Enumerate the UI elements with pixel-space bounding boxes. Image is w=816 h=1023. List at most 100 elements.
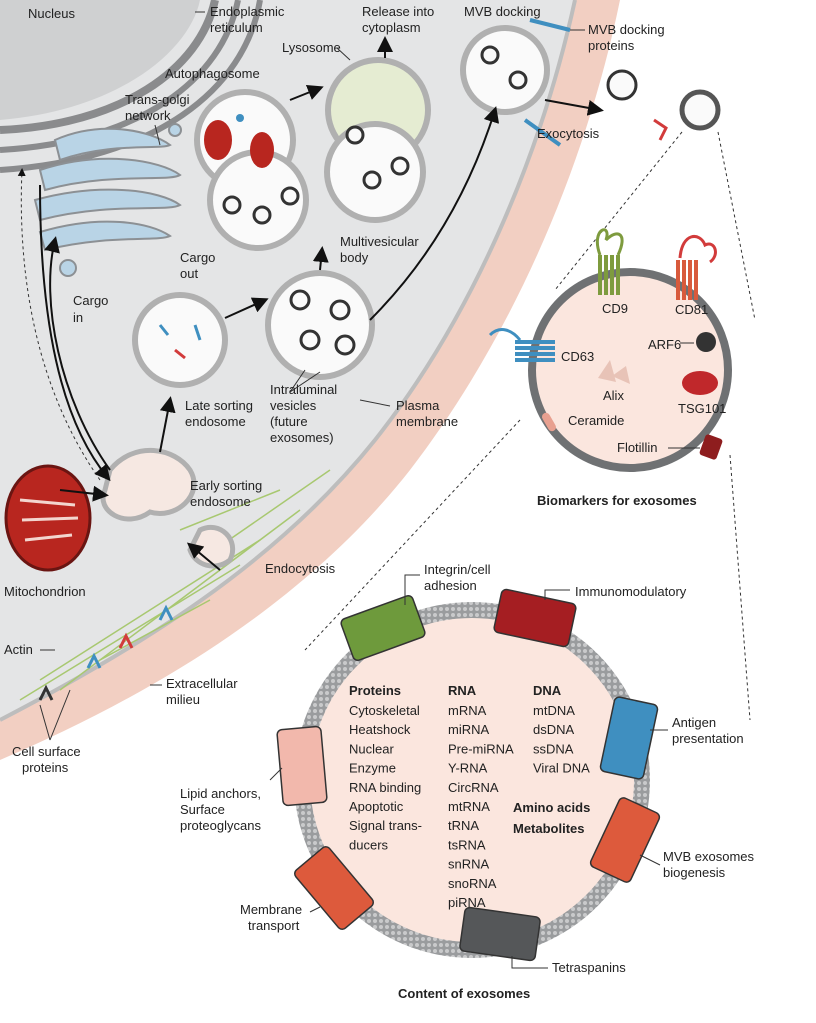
label-early-2: endosome [190,494,251,509]
proteins-item: Apoptotic [349,799,404,814]
er-fold-1 [0,0,219,134]
tetraspanins-patch [459,906,541,962]
label-docking-proteins-2: proteins [588,38,635,53]
dna-item: Viral DNA [533,761,590,776]
dna-heading: DNA [533,683,562,698]
biomarker-exosome: CD9 CD81 CD63 ARF6 Alix TSG101 Ceramide … [488,228,732,508]
rna-item: snRNA [448,857,490,872]
label-cd81: CD81 [675,302,708,317]
label-early-1: Early sorting [190,478,262,493]
label-antigen-1: Antigen [672,715,716,730]
label-cd9: CD9 [602,301,628,316]
label-membrane-2: transport [248,918,300,933]
tsg101-shape [682,371,718,395]
rna-item: mRNA [448,703,487,718]
rna-item: tRNA [448,818,479,833]
er-fold-2 [0,0,241,153]
label-docking-proteins-1: MVB docking [588,22,665,37]
label-extracellular-1: Extracellular [166,676,238,691]
cd9-shape [595,228,624,295]
label-integrin-1: Integrin/cell [424,562,491,577]
label-er-2: reticulum [210,20,263,35]
label-nucleus: Nucleus [28,6,75,21]
label-trans-golgi-2: network [125,108,171,123]
label-ceramide: Ceramide [568,413,624,428]
label-mvb-bio-2: biogenesis [663,865,726,880]
label-ilv-1: Intraluminal [270,382,337,397]
rna-item: Y-RNA [448,761,488,776]
antigen-patch [599,696,659,780]
released-exosomes [606,69,721,141]
cell-label-group: Nucleus Endoplasmic reticulum Release in… [4,4,665,775]
label-immunomodulatory: Immunomodulatory [575,584,687,599]
label-alix: Alix [603,388,624,403]
label-er-1: Endoplasmic [210,4,285,19]
arf6-shape [696,332,716,352]
rna-item: tsRNA [448,837,486,852]
cell-surface-protein-marks [38,604,174,701]
late-sorting-endosome [132,292,228,388]
label-lipid-2: Surface [180,802,225,817]
cd81-shape [676,235,717,300]
nucleus-group [0,0,263,173]
amino-acids-label: Amino acids [513,800,590,815]
proteins-item: Enzyme [349,761,396,776]
proteins-heading: Proteins [349,683,401,698]
label-cargo-in-2: in [73,310,83,325]
rna-item: Pre-miRNA [448,741,514,756]
label-actin: Actin [4,642,33,657]
rna-item: miRNA [448,722,489,737]
label-exocytosis: Exocytosis [537,126,600,141]
rna-item: mtRNA [448,799,490,814]
label-tsg101: TSG101 [678,401,726,416]
dna-item: dsDNA [533,722,575,737]
proteins-item: RNA binding [349,780,421,795]
label-mitochondrion: Mitochondrion [4,584,86,599]
ceramide-shape [542,412,556,432]
label-cd63: CD63 [561,349,594,364]
mvb-docking-vesicle [460,18,571,147]
label-lysosome: Lysosome [282,40,341,55]
label-antigen-2: presentation [672,731,744,746]
flotillin-shape [699,434,723,460]
label-cargo-out-2: out [180,266,198,281]
proteins-item: Heatshock [349,722,411,737]
lysosome [324,57,431,223]
label-mvb-bio-1: MVB exosomes [663,849,755,864]
label-flotillin: Flotillin [617,440,657,455]
golgi-network [33,123,182,277]
biomarkers-title: Biomarkers for exosomes [537,493,697,508]
membrane-transport-patch [294,846,374,930]
label-plasma-2: membrane [396,414,458,429]
er-fold-3 [0,0,263,173]
rna-heading: RNA [448,683,477,698]
label-extracellular-2: milieu [166,692,200,707]
autophagosome [194,89,309,251]
leader-lines [39,11,585,741]
dna-item: mtDNA [533,703,575,718]
label-release-2: cytoplasm [362,20,421,35]
label-ilv-3: (future [270,414,308,429]
label-mvb-docking: MVB docking [464,4,541,19]
label-ilv-4: exosomes) [270,430,334,445]
label-late-2: endosome [185,414,246,429]
cd63-shape [488,328,555,362]
label-late-1: Late sorting [185,398,253,413]
pathway-arrows [17,36,604,571]
dna-item: ssDNA [533,741,574,756]
integrin-patch [340,594,426,662]
multivesicular-body [265,270,375,380]
rna-item: CircRNA [448,780,499,795]
proteins-item: Signal trans- [349,818,422,833]
zoom-lines [304,131,756,721]
label-surface-2: proteins [22,760,69,775]
label-release-1: Release into [362,4,434,19]
label-integrin-2: adhesion [424,578,477,593]
label-autophagosome: Autophagosome [165,66,260,81]
label-mvb-2: body [340,250,369,265]
label-lipid-3: proteoglycans [180,818,261,833]
label-tetraspanins: Tetraspanins [552,960,626,975]
